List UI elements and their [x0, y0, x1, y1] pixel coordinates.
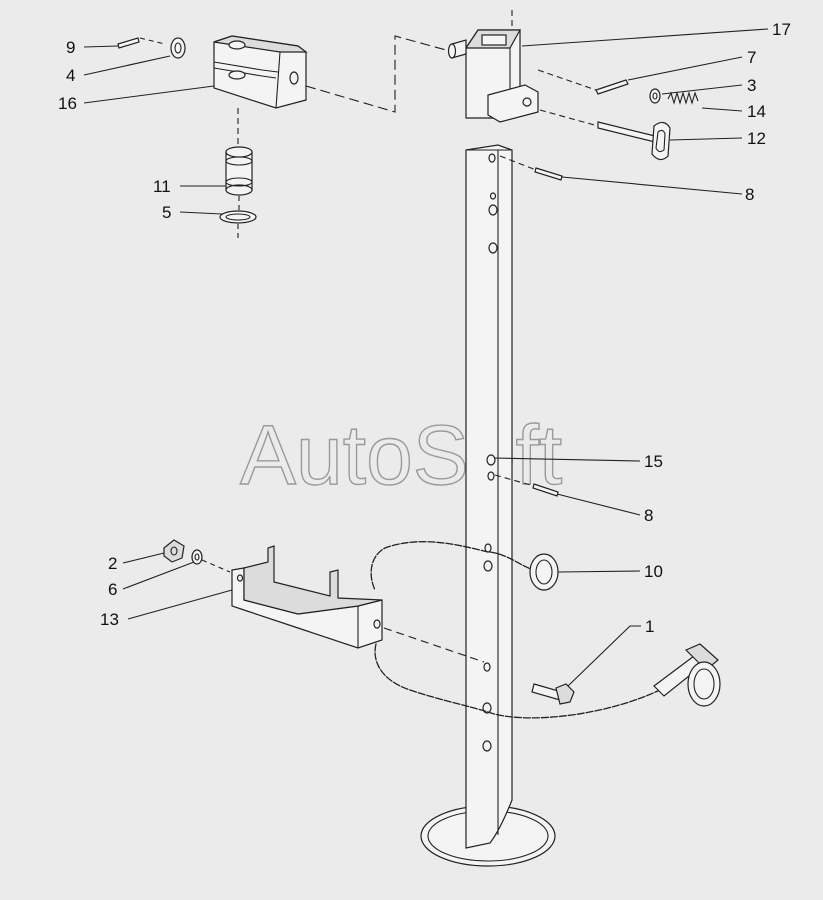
- callout-13: 13: [100, 610, 119, 629]
- bolt-1: [531, 683, 575, 705]
- callout-labels: 9 4 16 11 5 17 7 3 14 12 8 15 8 10 2 6 1…: [58, 20, 791, 636]
- washer-4: [170, 37, 186, 59]
- leader-lines: [83, 28, 769, 687]
- nut-2: [163, 539, 185, 563]
- pin-11: [225, 146, 253, 210]
- callout-14: 14: [747, 102, 766, 121]
- handle-pin-12: [539, 109, 671, 161]
- washer-6: [191, 549, 231, 573]
- pin-8-top: [499, 155, 563, 181]
- callout-1: 1: [645, 617, 654, 636]
- callout-8-top: 8: [745, 185, 754, 204]
- callout-7: 7: [747, 48, 756, 67]
- callout-8-mid: 8: [644, 506, 653, 525]
- callout-15: 15: [644, 452, 663, 471]
- washer-3: [649, 88, 661, 104]
- callout-17: 17: [772, 20, 791, 39]
- callout-11: 11: [153, 177, 171, 196]
- callout-9: 9: [66, 38, 75, 57]
- callout-5: 5: [162, 203, 171, 222]
- callout-2: 2: [108, 554, 117, 573]
- stand-post: [420, 144, 556, 867]
- pin-8-mid: [494, 474, 559, 497]
- clevis-block: [213, 35, 447, 148]
- callout-16: 16: [58, 94, 77, 113]
- callout-6: 6: [108, 580, 117, 599]
- callout-4: 4: [66, 66, 75, 85]
- chain-upper: [370, 541, 535, 591]
- callout-12: 12: [747, 129, 766, 148]
- callout-10: 10: [644, 562, 663, 581]
- top-socket: [447, 10, 539, 123]
- clip-5: [219, 210, 257, 242]
- watermark-text: AutoSoft: [240, 408, 562, 502]
- post-tube: [465, 144, 513, 849]
- ring-10: [529, 553, 559, 591]
- bracket-13: [231, 545, 485, 663]
- pin-9: [117, 37, 166, 49]
- pin-7: [537, 69, 629, 95]
- callout-3: 3: [747, 76, 756, 95]
- chain-lower: [374, 643, 661, 719]
- spring-14: [667, 91, 699, 105]
- lock-pin: [653, 643, 721, 707]
